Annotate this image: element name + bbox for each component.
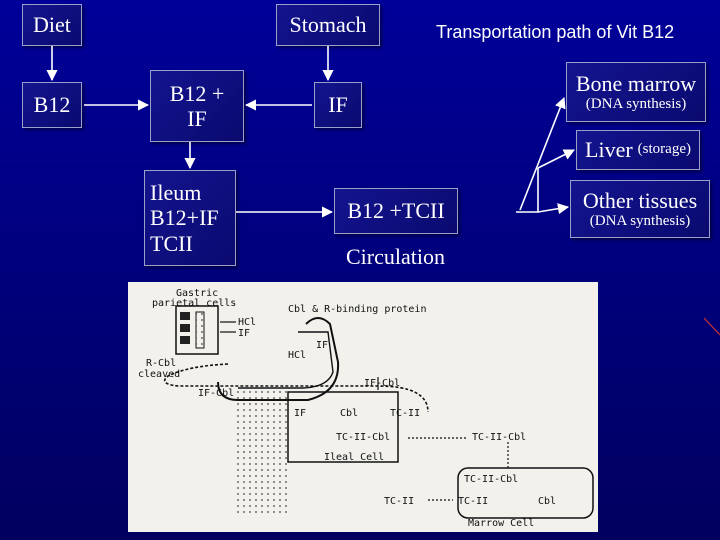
arrow-to-liver — [537, 149, 576, 169]
if-box: IF — [314, 82, 362, 128]
parietal-cell-cluster — [175, 305, 219, 355]
fig-if-b: IF — [316, 340, 328, 351]
fig-gastric-line2: parietal cells — [152, 298, 236, 309]
liver-note: (storage) — [637, 141, 691, 158]
fig-tcii-a: TC-II — [390, 408, 420, 419]
intestine-loop — [163, 363, 429, 413]
fig-tcii-cbl-b: TC-II-Cbl — [472, 432, 526, 443]
ileum-line1: Ileum — [150, 180, 202, 206]
fig-tcii-c: TC-II — [458, 496, 488, 507]
fig-if-a: IF — [238, 328, 250, 339]
stomach-inner — [238, 331, 334, 389]
fig-cbl-binding: Cbl & R-binding protein — [288, 304, 426, 315]
stomach-label: Stomach — [289, 12, 367, 38]
ileum-line2: B12+IF — [150, 205, 219, 231]
b12-label: B12 — [33, 92, 71, 118]
fig-cbl-b: Cbl — [538, 496, 556, 507]
fig-hcl-a: HCl — [238, 317, 256, 328]
fig-marrow-cell: Marrow Cell — [468, 518, 534, 529]
stomach-box: Stomach — [276, 4, 380, 46]
bone-marrow-label: Bone marrow — [575, 70, 697, 96]
fig-if-cbl-b: IF-Cbl — [198, 388, 234, 399]
ileum-line3: TCII — [150, 230, 193, 256]
other-tissues-note: (DNA synthesis) — [589, 213, 691, 230]
edge-accent-line — [703, 317, 720, 336]
b12-if-line1: B12 + — [169, 80, 225, 106]
bone-marrow-note: (DNA synthesis) — [585, 96, 687, 113]
other-tissues-box: Other tissues (DNA synthesis) — [570, 180, 710, 238]
fig-tcii-cbl-a: TC-II-Cbl — [336, 432, 390, 443]
b12-tcii-box: B12 +TCII — [334, 188, 458, 234]
bone-marrow-box: Bone marrow (DNA synthesis) — [566, 62, 706, 122]
ileum-box: Ileum B12+IF TCII — [144, 170, 236, 266]
fig-cleaved: cleaved — [138, 369, 180, 380]
fig-hcl-b: HCl — [288, 350, 306, 361]
fig-if-c: IF — [294, 408, 306, 419]
liver-label: Liver — [585, 137, 633, 163]
b12-box: B12 — [22, 82, 82, 128]
fig-if-cbl-a: IF-Cbl — [364, 378, 400, 389]
b12-if-box: B12 + IF — [150, 70, 244, 142]
fig-ileal-cell: Ileal Cell — [324, 452, 384, 463]
diet-box: Diet — [22, 4, 82, 46]
ileal-stipple — [233, 390, 288, 515]
absorption-figure: Gastric parietal cells Cbl & R-binding p… — [128, 282, 598, 532]
fig-tcii-cbl-c: TC-II-Cbl — [464, 474, 518, 485]
fig-tcii-b: TC-II — [384, 496, 414, 507]
if-label: IF — [328, 92, 348, 118]
diagram-title: Transportation path of Vit B12 — [436, 22, 675, 42]
other-tissues-label: Other tissues — [582, 187, 698, 213]
b12-if-line2: IF — [187, 106, 207, 131]
arrow-to-other-tissues — [537, 203, 570, 215]
fig-gastric-line1: Gastric — [176, 288, 218, 299]
fig-r-cbl: R-Cbl — [146, 358, 176, 369]
diet-label: Diet — [33, 12, 71, 38]
fig-cbl-a: Cbl — [340, 408, 358, 419]
b12-tcii-label: B12 +TCII — [347, 198, 445, 224]
arrow-to-bone-marrow — [519, 96, 566, 211]
liver-box: Liver (storage) — [576, 130, 700, 170]
circulation-label: Circulation — [346, 244, 445, 269]
marrow-cell-outline — [457, 467, 594, 519]
